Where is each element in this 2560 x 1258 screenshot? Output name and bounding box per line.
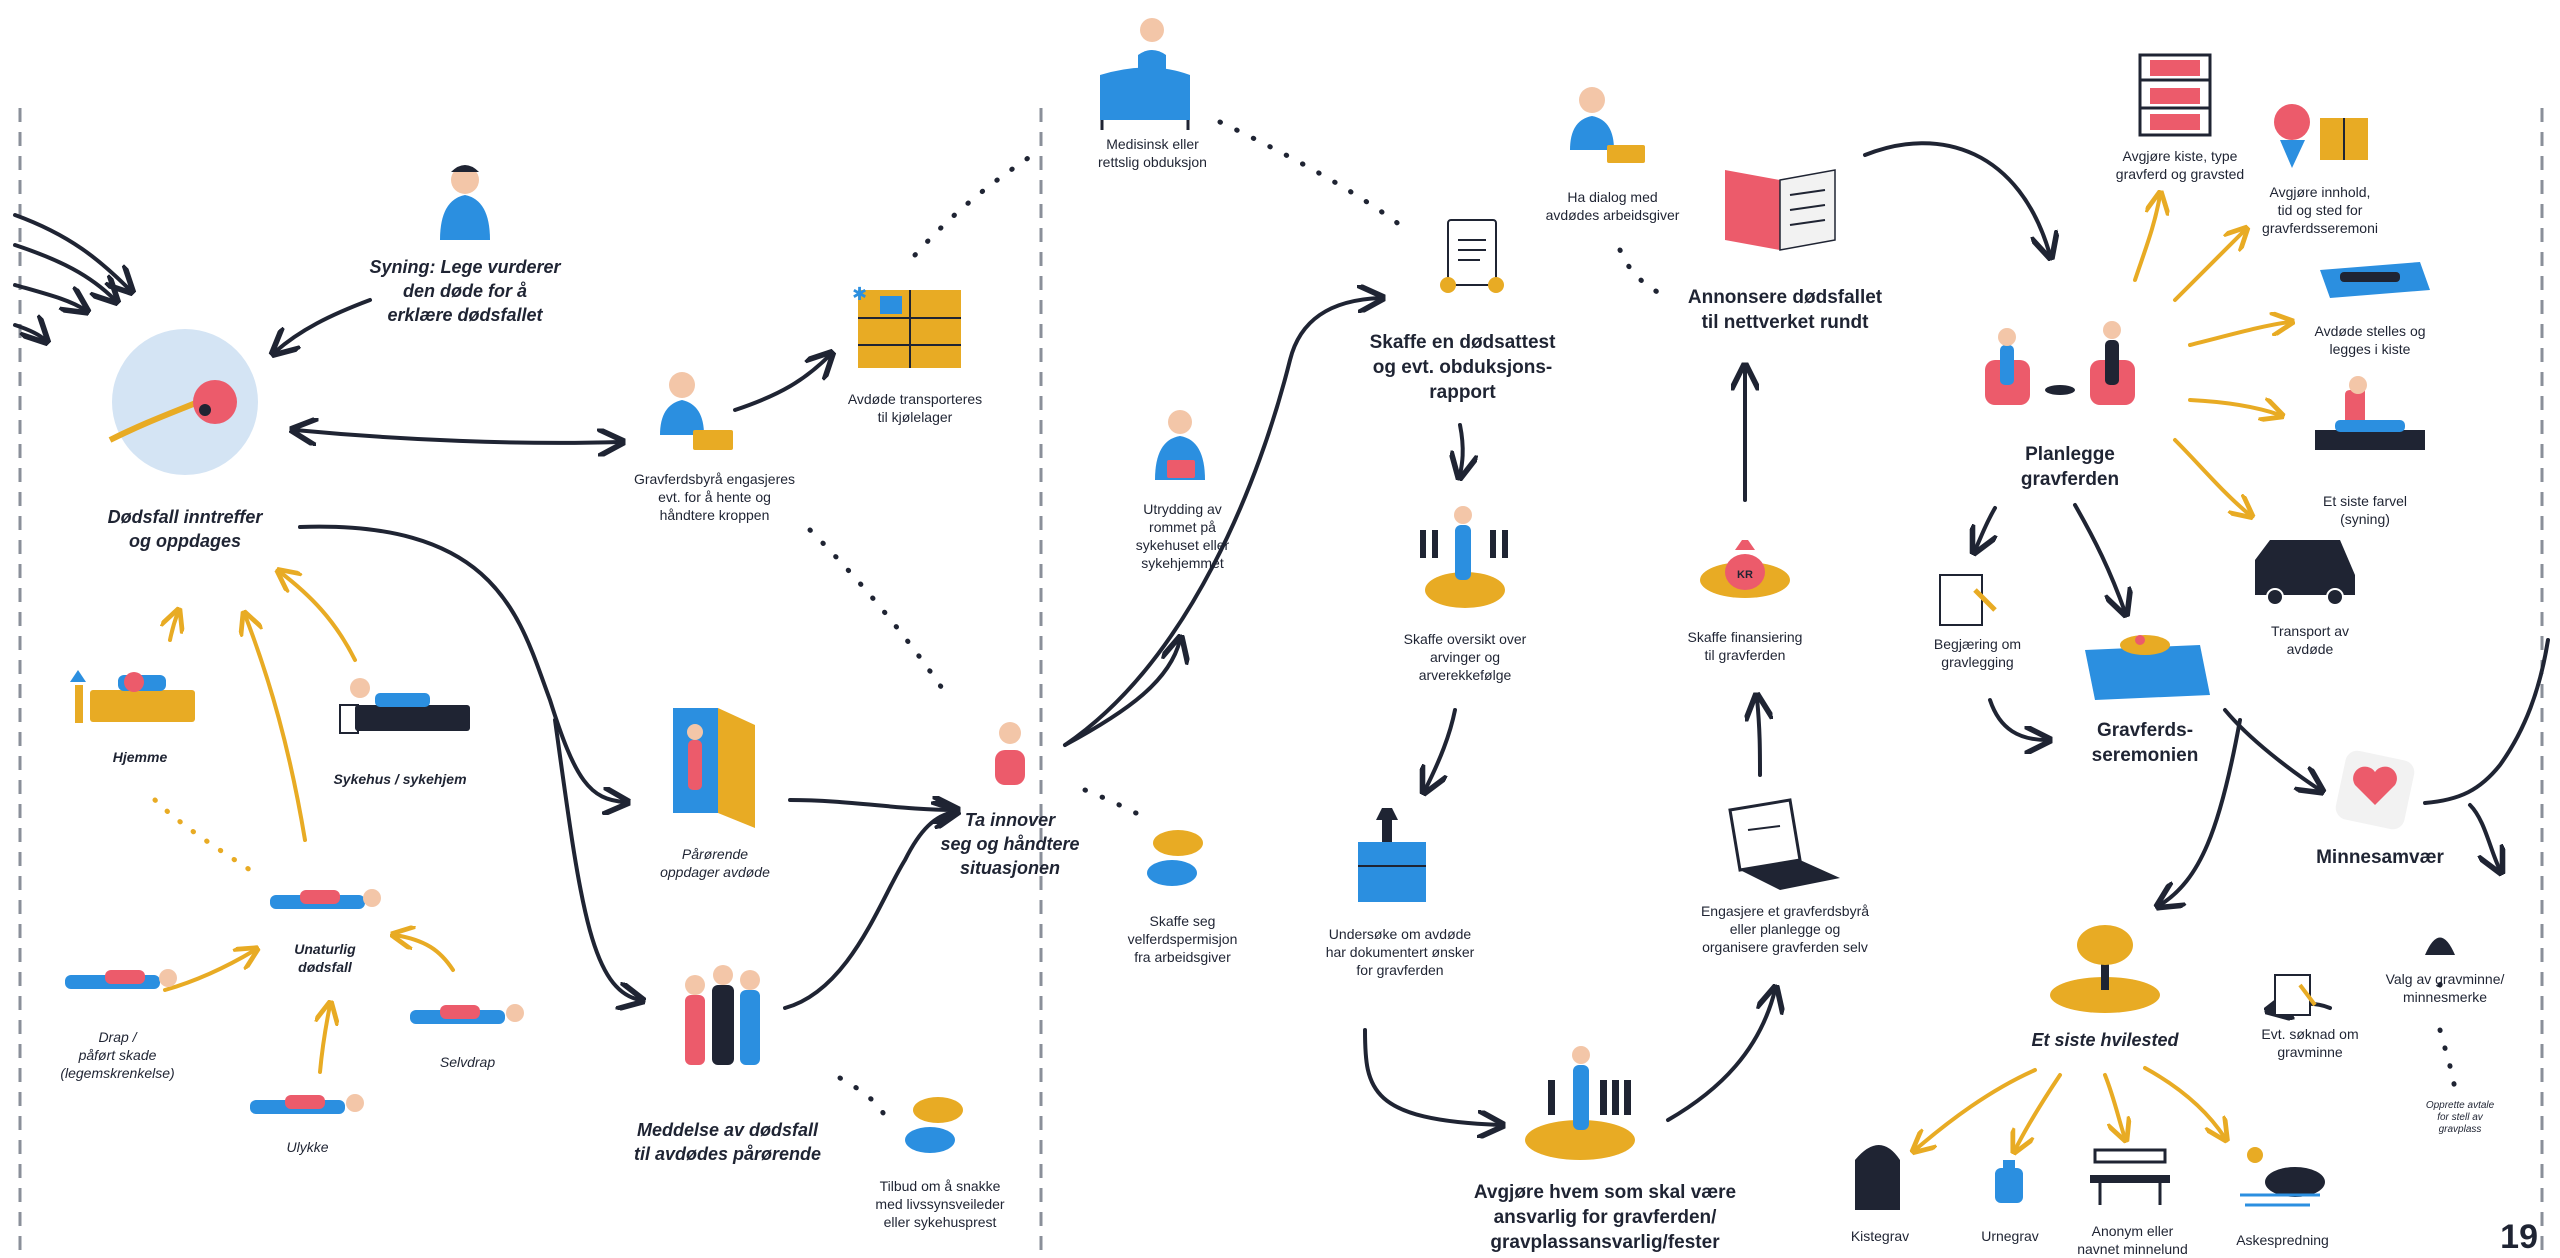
label-kiste: Avgjøre kiste, type gravferd og gravsted <box>2115 148 2245 182</box>
label-parorende-oppdager: Pårørende oppdager avdøde <box>660 846 770 880</box>
memorial-grove-bench-icon <box>2090 1148 2170 1205</box>
label-dialog: Ha dialog med avdødes arbeidsgiver <box>1545 189 1680 223</box>
label-tilbud: Tilbud om å snakke med livssynsveileder … <box>875 1178 1005 1230</box>
label-velferd: Skaffe seg velferdspermisjon fra arbeids… <box>1127 913 1238 965</box>
memorial-application-icon <box>2274 974 2317 1016</box>
money-bag-kr-text: KR <box>1737 569 1753 581</box>
label-annonsere: Annonsere dødsfallet til nettverket rund… <box>1687 287 1883 333</box>
label-transport: Transport av avdøde <box>2270 623 2350 657</box>
label-unaturlig: Unaturlig dødsfall <box>294 941 356 975</box>
branch-arrows <box>165 195 2290 1150</box>
label-finansiering: Skaffe finansiering til gravferden <box>1687 629 1803 663</box>
memorial-heart-icon <box>2335 750 2415 830</box>
label-planlegge: Planlegge gravferden <box>2020 444 2120 490</box>
label-askespredning: Askespredning <box>2236 1232 2329 1248</box>
urn-grave-icon <box>1995 1160 2023 1203</box>
label-arvinger: Skaffe oversikt over arvinger og arverek… <box>1403 631 1527 683</box>
death-icon <box>108 329 258 475</box>
coffin-dressed-icon <box>2320 262 2430 298</box>
label-hjemme: Hjemme <box>112 749 168 765</box>
label-minnesamvaer: Minnesamvær <box>2316 847 2444 868</box>
responsible-person-icon <box>1525 1046 1635 1160</box>
certificate-icon <box>1440 219 1504 293</box>
label-soknad: Evt. søknad om gravminne <box>2261 1026 2359 1060</box>
label-gravferdsbyra: Gravferdsbyrå engasjeres evt. for å hent… <box>633 471 796 523</box>
label-farvel: Et siste farvel (syning) <box>2322 493 2408 527</box>
label-syning: Syning: Lege vurderer den døde for å erk… <box>369 257 561 325</box>
label-utrydding: Utrydding av rommet på sykehuset eller s… <box>1135 501 1230 571</box>
chat-bubbles-icon <box>1147 830 1203 886</box>
label-seremonien: Gravferds- seremonien <box>2091 720 2199 766</box>
nightstand-icon <box>1358 808 1426 902</box>
label-obduksjon: Medisinsk eller rettslig obduksjon <box>1098 136 1207 170</box>
home-bed-icon <box>70 670 195 723</box>
coffin-shelf-icon <box>2138 53 2212 137</box>
money-bag-icon <box>1700 540 1790 598</box>
label-sykehus: Sykehus / sykehjem <box>333 771 467 787</box>
yellow-dotted-connector <box>152 797 253 873</box>
flow-arrows <box>13 141 2550 1125</box>
farewell-viewing-icon <box>2315 376 2425 450</box>
dotted-connectors <box>807 119 2458 1128</box>
label-hvilested: Et siste hvilested <box>2031 1030 2179 1050</box>
petition-paper-icon <box>1939 574 1997 626</box>
grieving-person-icon <box>995 722 1025 785</box>
label-dodsfall: Dødsfall inntreffer og oppdages <box>107 507 263 551</box>
label-selvdrap: Selvdrap <box>439 1054 496 1070</box>
label-dodsattest: Skaffe en dødsattest og evt. obduksjons-… <box>1369 332 1556 403</box>
label-kistegrav: Kistegrav <box>1850 1228 1910 1244</box>
doctor-icon <box>440 165 490 240</box>
hearse-icon <box>2255 540 2355 606</box>
svg-text:✱: ✱ <box>852 284 867 305</box>
autopsy-chair-icon <box>1100 18 1190 130</box>
chat-bubbles-icon <box>905 1097 963 1153</box>
unnatural-death-figure-icon <box>270 889 381 909</box>
employer-dialog-icon <box>1570 87 1645 163</box>
room-clearing-person-icon <box>1155 410 1205 480</box>
selvdrap-figure-icon <box>410 1004 524 1024</box>
label-undersoke: Undersøke om avdøde har dokumentert ønsk… <box>1325 926 1475 978</box>
label-transporteres: Avdøde transporteres til kjølelager <box>847 391 983 425</box>
gravestone-icon <box>2425 937 2455 955</box>
drap-figure-icon <box>65 969 177 989</box>
label-opprette: Opprette avtale for stell av gravplass <box>2425 1100 2495 1135</box>
heirs-overview-icon <box>1420 506 1508 608</box>
label-avgjore-ansvarlig: Avgjøre hvem som skal være ansvarlig for… <box>1473 1182 1737 1253</box>
cold-storage-icon: ✱ <box>852 284 961 368</box>
hospital-bed-icon <box>339 678 470 734</box>
coffin-grave-icon <box>1855 1145 1900 1210</box>
page-number: 19 <box>2500 1218 2538 1256</box>
newspaper-icon <box>1725 169 1836 251</box>
ash-scattering-icon <box>2240 1147 2325 1207</box>
undertaker-icon <box>660 372 733 450</box>
laptop-icon <box>1728 798 1840 890</box>
flowers-program-icon <box>2274 104 2368 168</box>
label-innover: Ta innover seg og håndtere situasjonen <box>940 810 1080 878</box>
planning-meeting-icon <box>1985 321 2135 405</box>
label-drap: Drap / påført skade (legemskrenkelse) <box>60 1029 175 1081</box>
label-urnegrav: Urnegrav <box>1981 1228 2039 1244</box>
ulykke-figure-icon <box>250 1094 364 1114</box>
label-meddelelse: Meddelse av dødsfall til avdødes pårøren… <box>633 1120 822 1164</box>
ceremony-coffin-icon <box>2085 635 2210 700</box>
label-begjaering: Begjæring om gravlegging <box>1933 636 2022 670</box>
label-ulykke: Ulykke <box>286 1139 329 1155</box>
label-valg: Valg av gravminne/ minnesmerke <box>2385 971 2505 1005</box>
label-stelles: Avdøde stelles og legges i kiste <box>2314 323 2426 357</box>
resting-place-tree-icon <box>2050 925 2160 1013</box>
label-innhold: Avgjøre innhold, tid og sted for gravfer… <box>2262 184 2378 236</box>
label-engasjere: Engasjere et gravferdsbyrå eller planleg… <box>1700 903 1870 955</box>
label-anonym: Anonym eller navnet minnelund <box>2077 1223 2188 1257</box>
door-icon <box>673 708 755 828</box>
relatives-group-icon <box>685 965 760 1065</box>
